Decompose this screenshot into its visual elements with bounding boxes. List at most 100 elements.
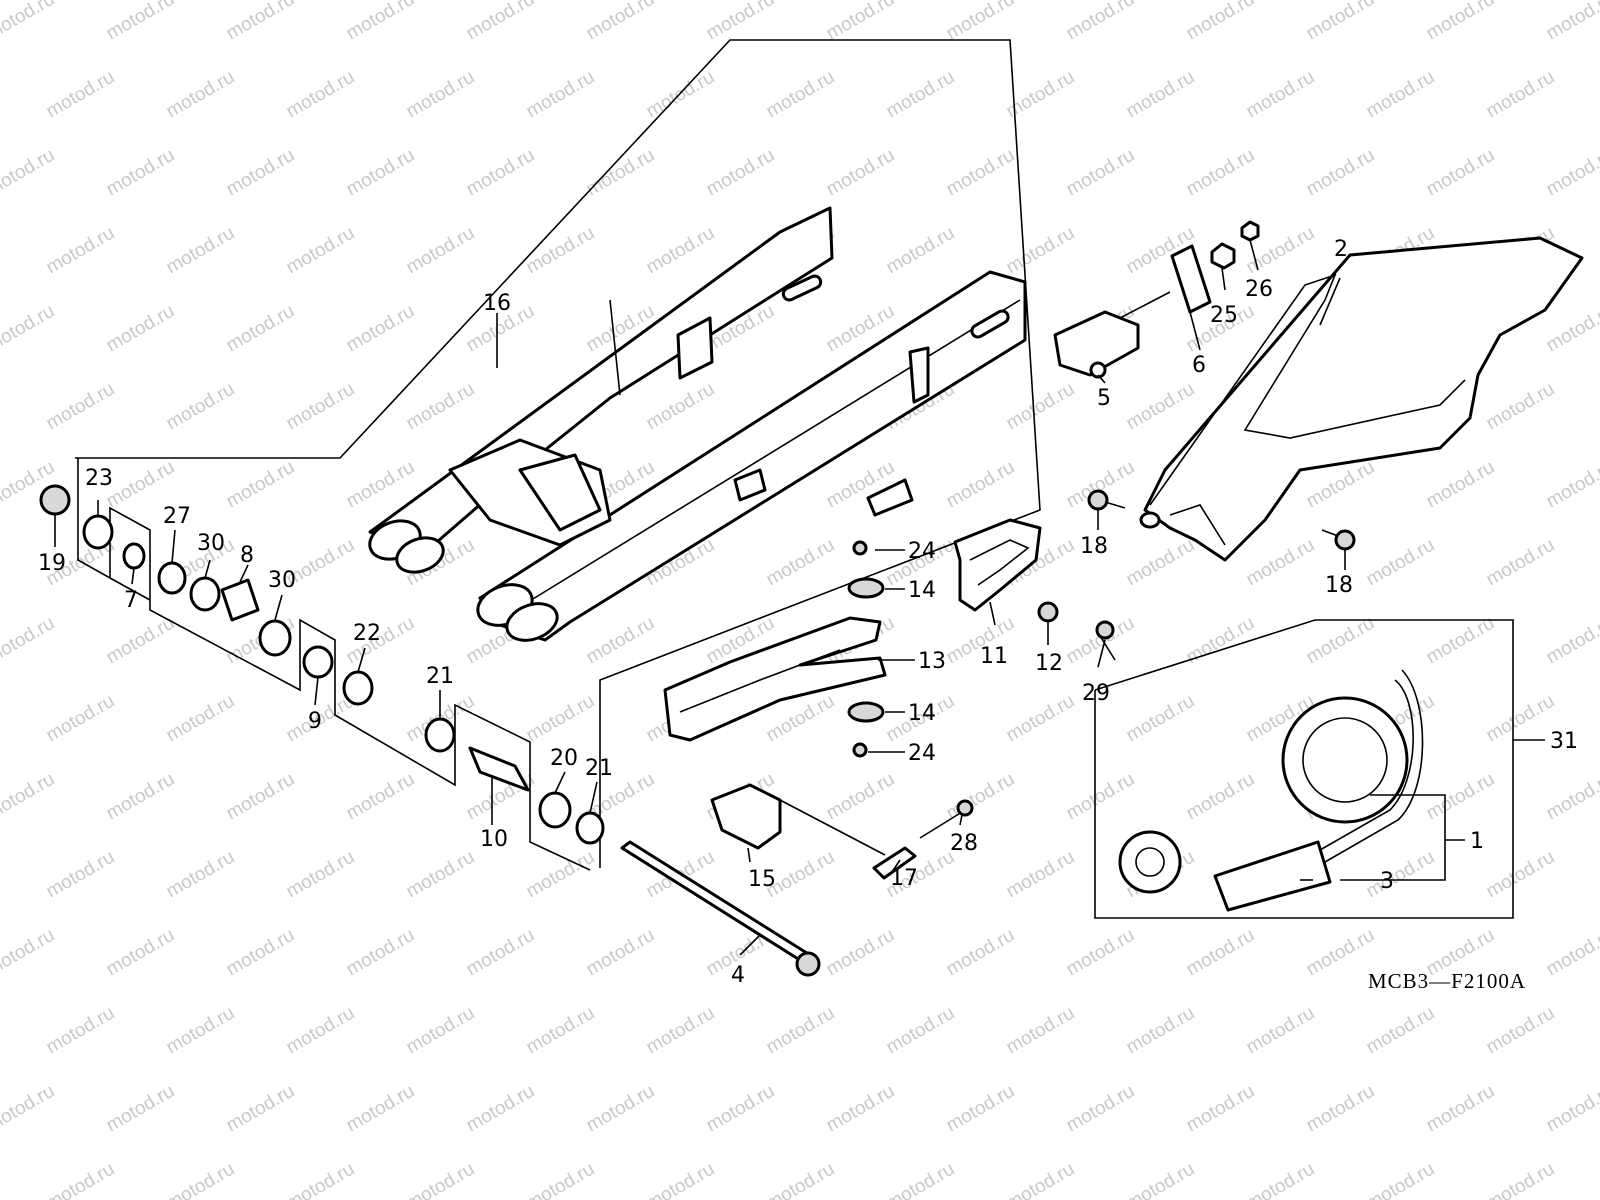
callout-12: 12	[1035, 651, 1063, 676]
watermark-text: motod.ru	[463, 0, 538, 44]
watermark-text: motod.ru	[1303, 1081, 1378, 1137]
watermark-text: motod.ru	[103, 1081, 178, 1137]
swingarm-group-frame	[75, 39, 1041, 868]
callout-11: 11	[980, 644, 1008, 669]
callout-28: 28	[950, 831, 978, 856]
watermark-text: motod.ru	[283, 1003, 358, 1059]
watermark-text: motod.ru	[1303, 0, 1378, 44]
watermark-text: motod.ru	[1423, 457, 1498, 513]
pivot-bracket-frame-2	[109, 577, 151, 601]
callout-20: 20	[550, 746, 578, 771]
watermark-text: motod.ru	[43, 379, 118, 435]
callout-1: 1	[1470, 829, 1484, 854]
watermark-text: motod.ru	[643, 379, 718, 435]
watermark-text: motod.ru	[703, 1081, 778, 1137]
watermark-text: motod.ru	[223, 1081, 298, 1137]
swingarm	[368, 206, 1027, 642]
watermark-text: motod.ru	[1483, 1003, 1558, 1059]
watermark-text: motod.ru	[883, 67, 958, 123]
watermark-text: motod.ru	[1363, 535, 1438, 591]
watermark-text: motod.ru	[343, 145, 418, 201]
leader-lines	[54, 239, 1545, 956]
watermark-text: motod.ru	[823, 145, 898, 201]
callout-8: 8	[240, 543, 254, 568]
watermark-text: motod.ru	[1243, 1003, 1318, 1059]
watermark-text: motod.ru	[163, 223, 238, 279]
watermark-text: motod.ru	[1003, 847, 1078, 903]
callout-25: 25	[1210, 303, 1238, 328]
watermark-text: motod.ru	[823, 769, 898, 825]
callout-18-right: 18	[1325, 573, 1353, 598]
watermark-text: motod.ru	[463, 145, 538, 201]
drive-chain-group-frame	[1094, 619, 1514, 919]
watermark-text: motod.ru	[403, 379, 478, 435]
watermark-text: motod.ru	[1483, 691, 1558, 747]
watermark-text: motod.ru	[703, 145, 778, 201]
watermark-text: motod.ru	[1123, 691, 1198, 747]
callout-22: 22	[353, 621, 381, 646]
watermark-text: motod.ru	[283, 67, 358, 123]
case-bolts	[1087, 489, 1356, 551]
watermark-text: motod.ru	[103, 769, 178, 825]
watermark-text: motod.ru	[1543, 925, 1600, 981]
chain-slider-parts	[953, 518, 1116, 661]
watermark-text: motod.ru	[1303, 145, 1378, 201]
watermark-text: motod.ru	[883, 223, 958, 279]
watermark-text: motod.ru	[643, 1159, 718, 1200]
callout-6: 6	[1192, 353, 1206, 378]
pivot-bracket-frame-1	[77, 458, 591, 871]
watermark-text: motod.ru	[703, 0, 778, 44]
watermark-text: motod.ru	[1543, 1081, 1600, 1137]
watermark-text: motod.ru	[1003, 1003, 1078, 1059]
watermark-text: motod.ru	[0, 145, 58, 201]
watermark-text: motod.ru	[1003, 379, 1078, 435]
watermark-text: motod.ru	[43, 847, 118, 903]
watermark-text: motod.ru	[163, 379, 238, 435]
watermark-text: motod.ru	[523, 67, 598, 123]
watermark-text: motod.ru	[1183, 145, 1258, 201]
callout-23: 23	[85, 466, 113, 491]
watermark-text: motod.ru	[103, 145, 178, 201]
group-frames	[75, 39, 1514, 919]
callout-14-bottom: 14	[908, 701, 936, 726]
watermark-text: motod.ru	[583, 613, 658, 669]
chain-guide-parts	[663, 540, 887, 758]
watermark-text: motod.ru	[1423, 769, 1498, 825]
callout-2: 2	[1334, 237, 1348, 262]
callout-21-left: 21	[426, 664, 454, 689]
callout-30-right: 30	[268, 568, 296, 593]
watermark-text: motod.ru	[1243, 67, 1318, 123]
watermark-text: motod.ru	[1063, 925, 1138, 981]
watermark-text: motod.ru	[163, 67, 238, 123]
watermark-text: motod.ru	[103, 0, 178, 44]
watermark-text: motod.ru	[103, 613, 178, 669]
watermark-text: motod.ru	[1183, 1081, 1258, 1137]
watermark-text: motod.ru	[163, 691, 238, 747]
watermark-text: motod.ru	[1063, 0, 1138, 44]
callout-14-top: 14	[908, 578, 936, 603]
diagram-code: MCB3—F2100A	[1368, 969, 1526, 993]
watermark-text: motod.ru	[343, 769, 418, 825]
pivot-hardware	[39, 484, 605, 845]
watermark-text: motod.ru	[943, 1081, 1018, 1137]
watermark-text: motod.ru	[1123, 67, 1198, 123]
watermark-text: motod.ru	[943, 145, 1018, 201]
callout-16: 16	[483, 291, 511, 316]
watermark-text: motod.ru	[223, 0, 298, 44]
watermark-text: motod.ru	[403, 1159, 478, 1200]
watermark-text: motod.ru	[1363, 1003, 1438, 1059]
callout-26: 26	[1245, 277, 1273, 302]
watermark-text: motod.ru	[1423, 613, 1498, 669]
watermark-text: motod.ru	[43, 1003, 118, 1059]
watermark-text: motod.ru	[1003, 223, 1078, 279]
watermark-text: motod.ru	[763, 1159, 838, 1200]
watermark-text: motod.ru	[1123, 535, 1198, 591]
watermark-text: motod.ru	[283, 223, 358, 279]
watermark-text: motod.ru	[1423, 1081, 1498, 1137]
callout-21-right: 21	[585, 756, 613, 781]
watermark-text: motod.ru	[1243, 1159, 1318, 1200]
watermark-text: motod.ru	[463, 1081, 538, 1137]
watermark-text: motod.ru	[343, 0, 418, 44]
watermark-text: motod.ru	[523, 691, 598, 747]
